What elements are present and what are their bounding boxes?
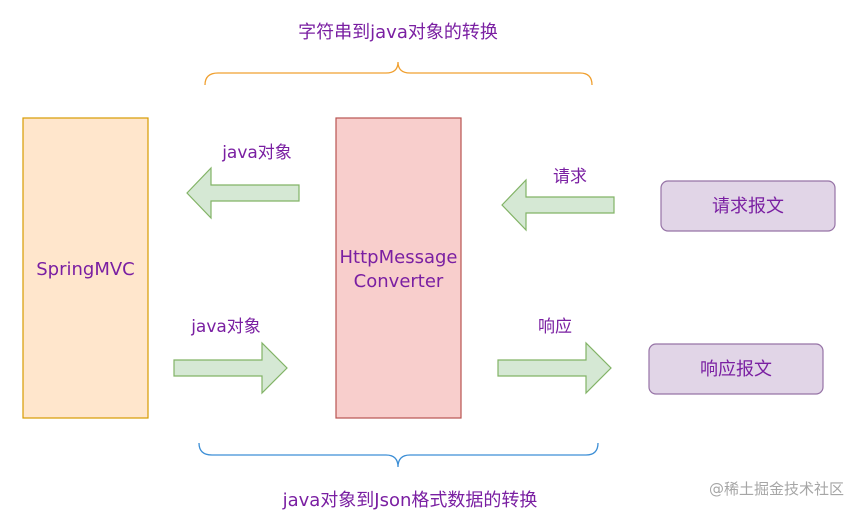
bottom-brace	[198, 442, 599, 468]
arrow-top-right-label: 请求	[553, 167, 587, 187]
response-message-label: 响应报文	[700, 359, 772, 380]
arrow-bottom-right-label: 响应	[538, 317, 572, 337]
converter-label-line2: Converter	[354, 271, 444, 292]
converter-label-line1: HttpMessage	[340, 247, 458, 268]
request-message-label: 请求报文	[712, 196, 784, 217]
bottom-caption: java对象到Json格式数据的转换	[282, 490, 538, 511]
http-message-converter-box	[335, 117, 462, 419]
top-brace	[204, 61, 593, 86]
arrow-top-left	[186, 166, 300, 220]
top-caption: 字符串到java对象的转换	[298, 22, 498, 43]
arrow-bottom-left-label: java对象	[190, 317, 261, 337]
arrow-top-right	[501, 178, 615, 232]
arrow-top-left-label: java对象	[221, 143, 292, 163]
springmvc-box	[22, 117, 149, 419]
springmvc-label: SpringMVC	[36, 259, 135, 280]
request-message-box	[660, 180, 836, 232]
response-message-box	[648, 343, 824, 395]
arrow-bottom-right	[497, 341, 612, 395]
arrow-bottom-left	[173, 341, 288, 395]
watermark-text: @稀土掘金技术社区	[709, 480, 844, 498]
